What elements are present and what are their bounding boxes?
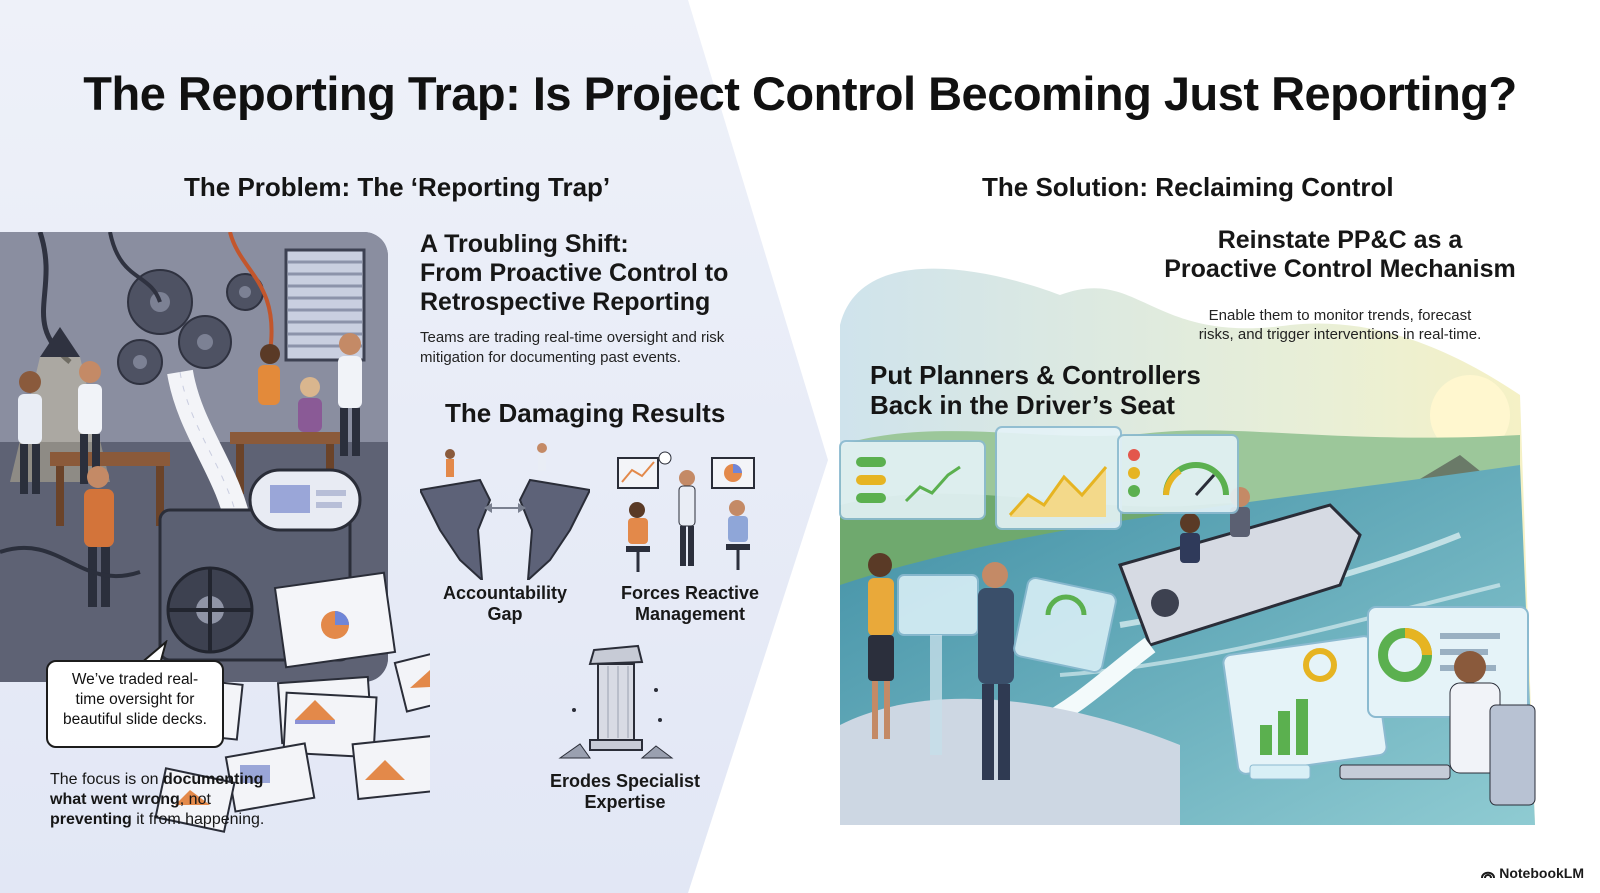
cliff-gap-icon: [418, 440, 592, 583]
shift-title-line3: Retrospective Reporting: [420, 288, 711, 316]
shift-description-line1: Teams are trading real-time oversight an…: [420, 329, 725, 346]
notebooklm-logo-icon: [1481, 871, 1496, 879]
shift-title-line2: From Proactive Control to: [420, 259, 729, 287]
reinstate-description: Enable them to monitor trends, forecast …: [1198, 307, 1482, 343]
erodes-specialist-expertise-label: Erodes Specialist Expertise: [549, 771, 701, 812]
speech-bubble: We’ve traded real- time oversight for be…: [46, 660, 224, 748]
planners-heading: Put Planners & Controllers Back in the D…: [870, 360, 1201, 420]
problem-heading: The Problem: The ‘Reporting Trap’: [184, 172, 611, 202]
forces-reactive-management-label: Forces Reactive Management: [620, 583, 760, 624]
focus-statement: The focus is on documenting what went wr…: [50, 771, 265, 828]
damaging-results-heading: The Damaging Results: [445, 398, 726, 428]
main-title: The Reporting Trap: Is Project Control B…: [83, 67, 1517, 120]
stressed-team-icon: [612, 448, 762, 578]
notebooklm-brand: NotebookLM: [1481, 865, 1584, 881]
solution-heading: The Solution: Reclaiming Control: [982, 172, 1394, 202]
crumbling-pillar-icon: [556, 640, 676, 765]
shift-description-line2: mitigation for documenting past events.: [420, 349, 681, 366]
reinstate-heading: Reinstate PP&C as a Proactive Control Me…: [1164, 226, 1516, 283]
shift-title-line1: A Troubling Shift:: [420, 230, 629, 258]
accountability-gap-label: Accountability Gap: [442, 583, 567, 624]
shift-description: Teams are trading real-time oversight an…: [420, 328, 724, 368]
shift-title: A Troubling Shift: From Proactive Contro…: [420, 230, 728, 317]
control-room-boat-illustration: [820, 205, 1550, 825]
brand-name: NotebookLM: [1499, 865, 1584, 881]
